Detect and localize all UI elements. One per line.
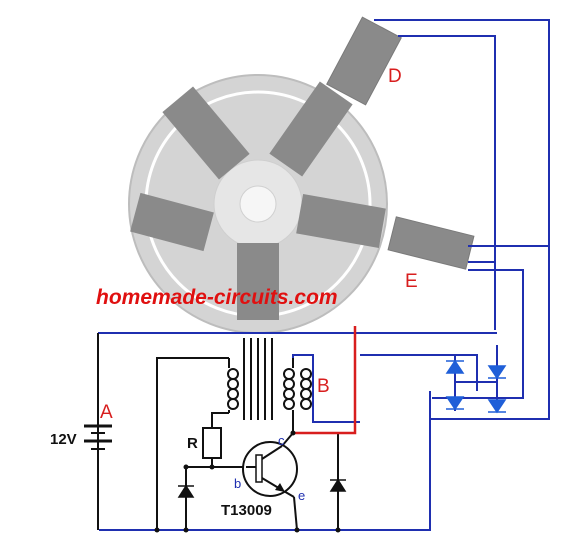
stator-coils <box>326 16 475 270</box>
diode-left <box>177 484 195 498</box>
stator-coil-e <box>387 216 475 270</box>
rotor-magnet-left <box>130 192 214 252</box>
label-base: b <box>234 476 241 491</box>
rotor-magnet-top-right <box>269 81 353 177</box>
label-r: R <box>187 435 198 452</box>
blue-wiring <box>98 19 550 531</box>
secondary-winding-right <box>300 368 312 410</box>
label-d: D <box>388 66 402 87</box>
junction-dots <box>154 430 341 533</box>
label-e: E <box>405 271 418 292</box>
bridge-diode-1 <box>445 359 465 374</box>
label-transistor: T13009 <box>221 502 272 519</box>
transformer <box>227 338 312 420</box>
rotor-magnet-right <box>296 194 386 248</box>
primary-winding <box>227 358 239 413</box>
label-emitter: e <box>298 488 305 503</box>
secondary-winding-left <box>283 358 295 413</box>
watermark: homemade-circuits.com <box>96 286 338 309</box>
label-a: A <box>100 402 113 423</box>
transformer-core <box>243 338 273 420</box>
bridge-diode-3 <box>487 365 507 380</box>
battery <box>84 424 112 450</box>
label-voltage: 12V <box>50 431 77 448</box>
rotor-magnet-bottom <box>237 243 279 320</box>
stator-coil-d <box>326 16 402 106</box>
transistor-t13009 <box>242 441 298 497</box>
red-wire <box>293 326 357 435</box>
diode-right <box>329 478 347 492</box>
bridge-diode-4 <box>487 399 507 414</box>
diode-bridge <box>445 359 507 414</box>
rotor-magnet-top-left <box>162 86 250 180</box>
label-collector: c <box>278 433 285 448</box>
resistor-r <box>202 427 222 459</box>
bridge-diode-2 <box>445 396 465 411</box>
rotor-magnets <box>130 81 386 320</box>
label-b: B <box>317 376 330 397</box>
